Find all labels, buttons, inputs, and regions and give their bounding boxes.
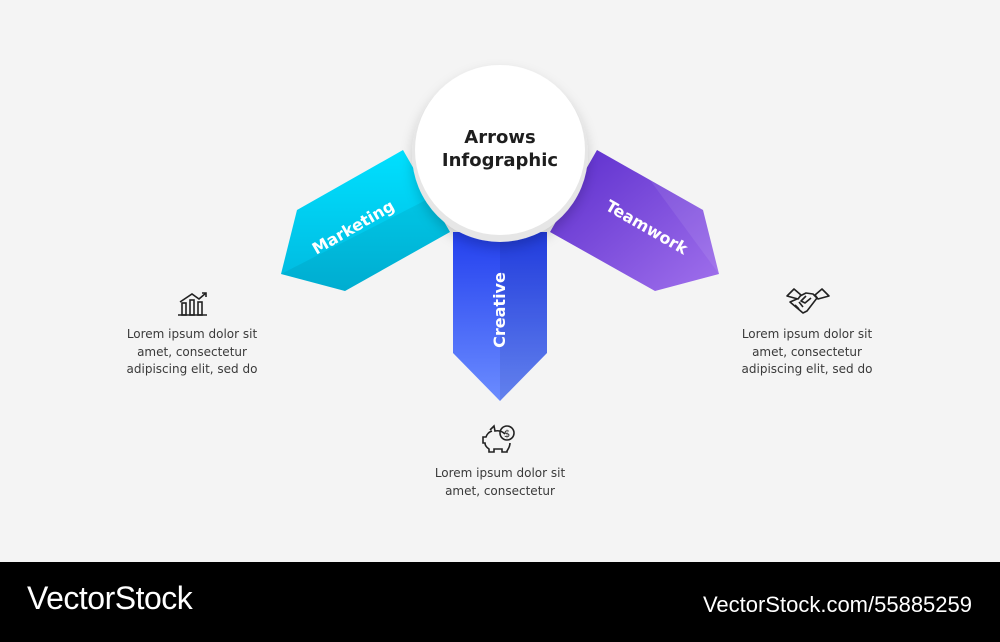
description-line: Lorem ipsum dolor sit bbox=[126, 327, 258, 341]
arrows-diagram: Marketing Teamwork Creative Arrows Infog… bbox=[178, 65, 830, 453]
title-line-1: Arrows bbox=[464, 127, 535, 148]
image-reference: VectorStock.com/55885259 bbox=[702, 592, 972, 617]
description-marketing: Lorem ipsum dolor sit amet, consectetur … bbox=[92, 326, 292, 379]
footer-bar: VectorStock VectorStock.com/55885259 bbox=[0, 562, 1000, 642]
description-teamwork: Lorem ipsum dolor sit amet, consectetur … bbox=[707, 326, 907, 379]
handshake-icon bbox=[786, 288, 830, 314]
description-line: adipiscing elit, sed do bbox=[126, 362, 258, 376]
piggy-bank-icon: $ bbox=[482, 424, 515, 453]
brand-logo: VectorStock bbox=[27, 580, 193, 616]
arrow-marketing: Marketing bbox=[281, 150, 450, 291]
title-line-2: Infographic bbox=[442, 150, 558, 171]
arrow-creative: Creative bbox=[453, 232, 547, 401]
chart-growth-icon bbox=[178, 292, 207, 316]
svg-text:$: $ bbox=[504, 429, 510, 440]
description-line: adipiscing elit, sed do bbox=[741, 362, 873, 376]
arrow-label-creative: Creative bbox=[490, 272, 509, 348]
description-line: amet, consectetur bbox=[752, 344, 862, 359]
arrow-teamwork: Teamwork bbox=[550, 150, 719, 291]
description-line: Lorem ipsum dolor sit bbox=[434, 466, 566, 480]
description-line: amet, consectetur bbox=[445, 483, 555, 498]
center-circle bbox=[412, 65, 588, 242]
description-creative: Lorem ipsum dolor sit amet, consectetur bbox=[400, 465, 600, 500]
description-line: Lorem ipsum dolor sit bbox=[741, 327, 873, 341]
description-line: amet, consectetur bbox=[137, 344, 247, 359]
